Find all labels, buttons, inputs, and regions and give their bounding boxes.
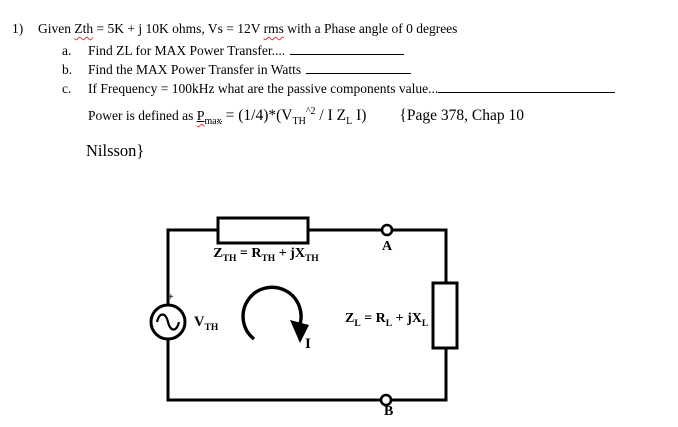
vth-subscript: TH (292, 116, 306, 128)
answer-blank-c (438, 78, 616, 93)
item-a-letter: a. (62, 43, 72, 58)
source-voltage-label: VTH (194, 314, 219, 333)
answer-blank-a (290, 40, 405, 55)
item-a-text: Find ZL for MAX Power Transfer.... (88, 43, 286, 58)
formula-expression: = (1/4)*(VTH^2 / I ZL I) (221, 106, 367, 128)
given-line: 1) Given Zth = 5K + j 10K ohms, Vs = 12V … (12, 20, 457, 37)
problem-number: 1) (12, 21, 24, 36)
item-c-text: If Frequency = 100kHz what are the passi… (88, 81, 439, 96)
given-rms-misspelled: rms (263, 21, 284, 36)
thevenin-impedance-box (216, 216, 310, 245)
item-c-letter: c. (62, 81, 72, 96)
given-post: with a Phase angle of 0 degrees (283, 21, 458, 36)
answer-blank-b (306, 59, 412, 74)
circuit-wires (166, 228, 448, 402)
power-formula-line: Power is defined as Pmax = (1/4)*(VTH^2 … (88, 103, 524, 130)
book-reference-author: Nilsson} (86, 141, 145, 160)
pmax-base: P (196, 109, 205, 125)
arrowhead-icon (290, 320, 309, 343)
load-impedance-label: ZL = RL + jXL (345, 311, 429, 329)
formula-eq3: I) (352, 107, 367, 125)
given-mid: = 5K + j 10K ohms, Vs = 12V (93, 21, 264, 36)
given-text: Given Zth = 5K + j 10K ohms, Vs = 12V rm… (38, 21, 457, 36)
item-c-line: c. If Frequency = 100kHz what are the pas… (62, 78, 616, 97)
given-zth-misspelled: Zth (74, 21, 94, 36)
item-b-letter: b. (62, 62, 73, 77)
sine-wave-icon (155, 313, 181, 331)
item-a-line: a. Find ZL for MAX Power Transfer.... (62, 40, 405, 59)
zl-subscript: L (346, 116, 353, 128)
item-b-text: Find the MAX Power Transfer in Watts (88, 62, 302, 77)
current-direction-arrow (241, 285, 309, 343)
terminal-b-node (379, 393, 393, 407)
item-b-line: b. Find the MAX Power Transfer in Watts (62, 59, 412, 78)
formula-eq2: / I Z (315, 107, 347, 125)
given-pre: Given (38, 21, 75, 36)
terminal-a-node (380, 223, 394, 237)
book-reference: {Page 378, Chap 10 (399, 107, 524, 125)
terminal-b-label: B (384, 404, 394, 419)
source-polarity-plus: + (168, 292, 174, 303)
terminal-a-label: A (381, 239, 393, 254)
thevenin-impedance-label: ZTH = RTH + jXTH (213, 246, 319, 264)
current-label: I (305, 336, 311, 352)
load-impedance-box (431, 281, 459, 350)
formula-eq1: = (1/4)*(V (221, 107, 293, 125)
pmax-term: Pmax (196, 109, 222, 127)
formula-lead-text: Power is defined as (88, 108, 197, 124)
squared-superscript: ^2 (305, 106, 316, 117)
pmax-subscript: max (204, 115, 222, 127)
